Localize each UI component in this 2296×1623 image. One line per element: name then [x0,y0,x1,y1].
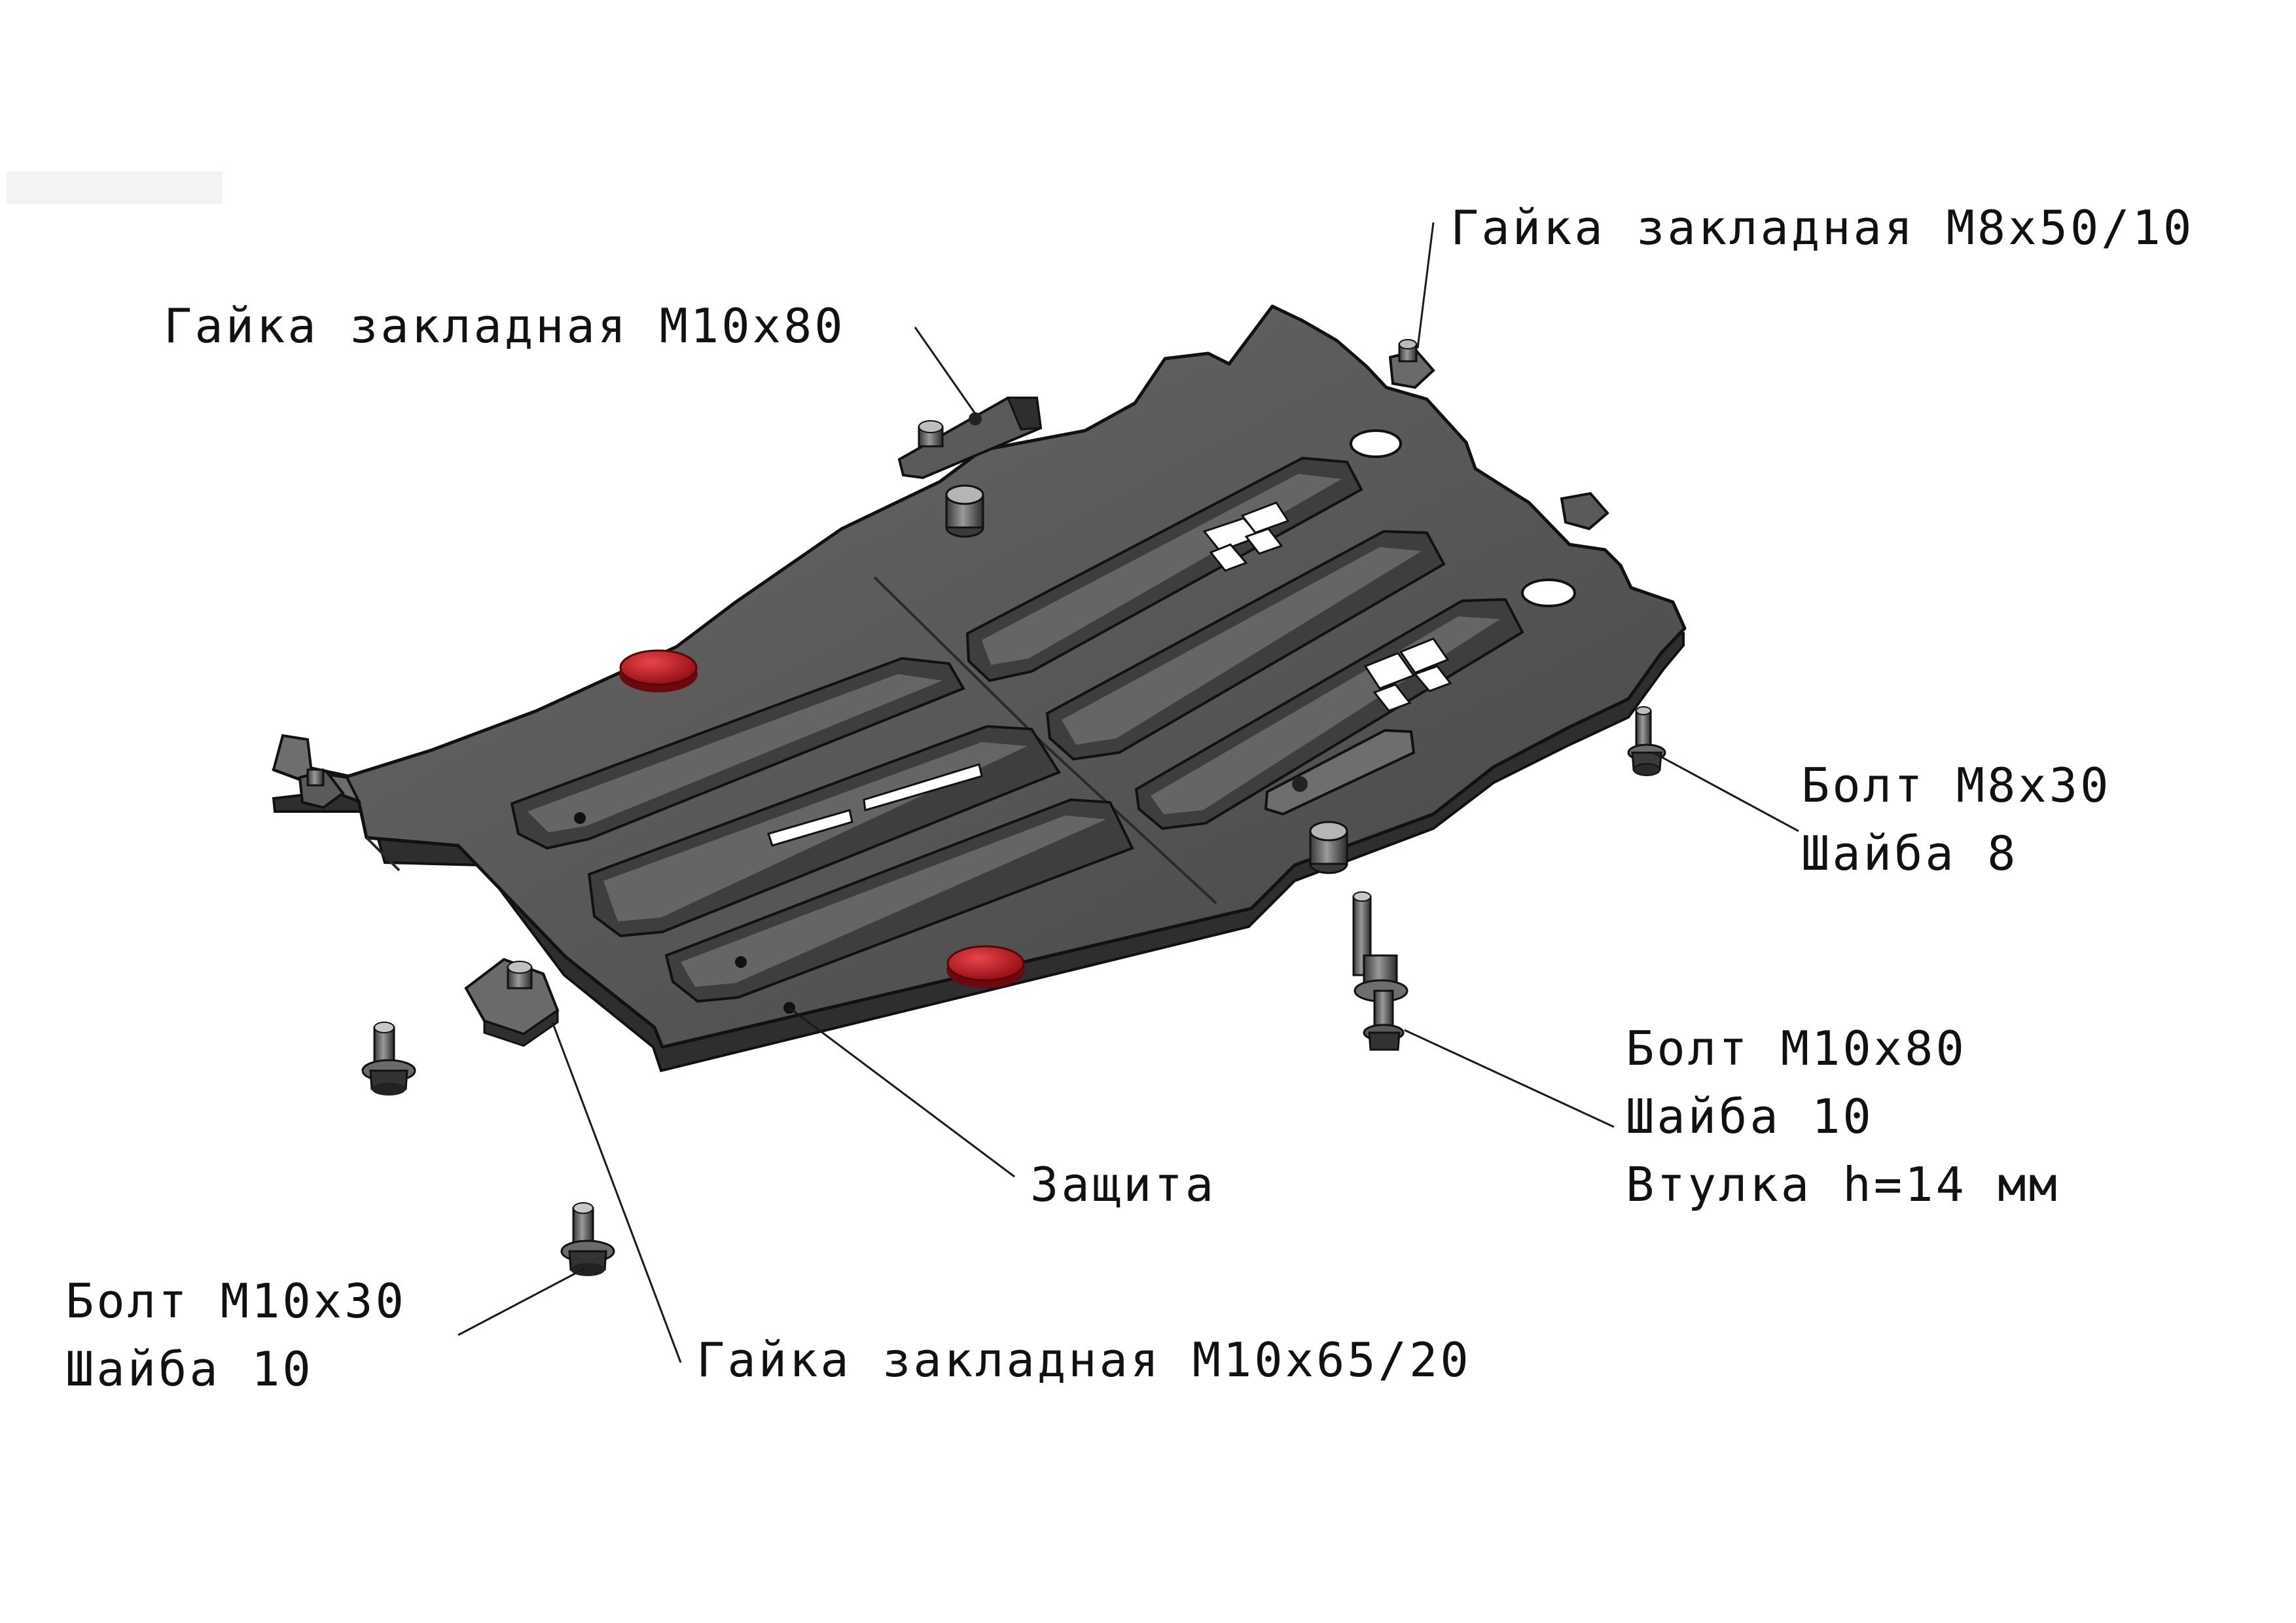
label-guard: Защита [1030,1150,1216,1219]
mounting-hole [1350,429,1402,458]
label-line: Болт М10х30 [65,1274,406,1329]
leader-nut-m8x50-10 [1416,222,1435,349]
leader-lines [457,222,1799,1363]
plate-bushing [945,484,984,538]
guard-plate [272,304,1687,1073]
leader-nut-m10x65-20 [551,1022,682,1363]
label-line: Гайка закладная М10х65/20 [696,1332,1471,1387]
label-line: Защита [1030,1157,1217,1212]
label-line: Втулка h=14 мм [1626,1157,2060,1212]
label-bolt-m10x30: Болт М10х30 Шайба 10 [65,1267,406,1403]
label-line: Шайба 8 [1801,826,2018,881]
bolt-m10x80 [1352,891,1408,1051]
mounting-hole [574,812,586,824]
label-bolt-m8x30: Болт М8х30 Шайба 8 [1801,751,2111,887]
mounting-hole [1521,579,1576,607]
label-line: Болт М8х30 [1801,758,2111,813]
mounting-hole [735,956,747,968]
edge-clip [298,768,345,810]
leader-nut-m10x80 [914,327,977,414]
embedded-nut-m8x50-10 [1388,339,1435,389]
label-line: Гайка закладная М8х50/10 [1450,200,2195,255]
label-bolt-m10x80: Болт М10х80 Шайба 10 Втулка h=14 мм [1626,1014,2060,1219]
embedded-nut-m10x80 [897,397,1043,480]
bolt-m10x30 [560,1202,615,1276]
label-line: Шайба 10 [65,1342,314,1397]
background-smudge [7,171,223,204]
drain-plug [946,945,1025,988]
label-nut-m8x50-10: Гайка закладная М8х50/10 [1450,194,2194,262]
leader-bolt-m8x30 [1653,751,1799,832]
guard-recess [664,798,1134,1003]
plate-bushing [1309,821,1348,874]
vent-slots [767,501,1452,847]
label-nut-m10x80: Гайка закладная М10х80 [164,292,846,360]
embedded-nut-strip [1264,728,1416,816]
guard-recess [1045,529,1446,761]
leader-bolt-m10x30 [457,1267,586,1336]
leader-bolt-m10x80 [1404,1029,1615,1128]
bolt-left-standalone [361,1022,416,1096]
label-line: Гайка закладная М10х80 [164,298,846,353]
label-line: Шайба 10 [1626,1089,1874,1144]
bolt-m8x30 [1627,706,1666,776]
drain-plug [619,649,698,692]
guard-recess [510,656,965,850]
leader-guard [789,1007,1015,1178]
label-line: Болт М10х80 [1626,1021,1967,1076]
label-nut-m10x65-20: Гайка закладная М10х65/20 [696,1326,1471,1394]
edge-clip [1560,491,1609,531]
embedded-nut-m10x65-20 [464,957,560,1047]
